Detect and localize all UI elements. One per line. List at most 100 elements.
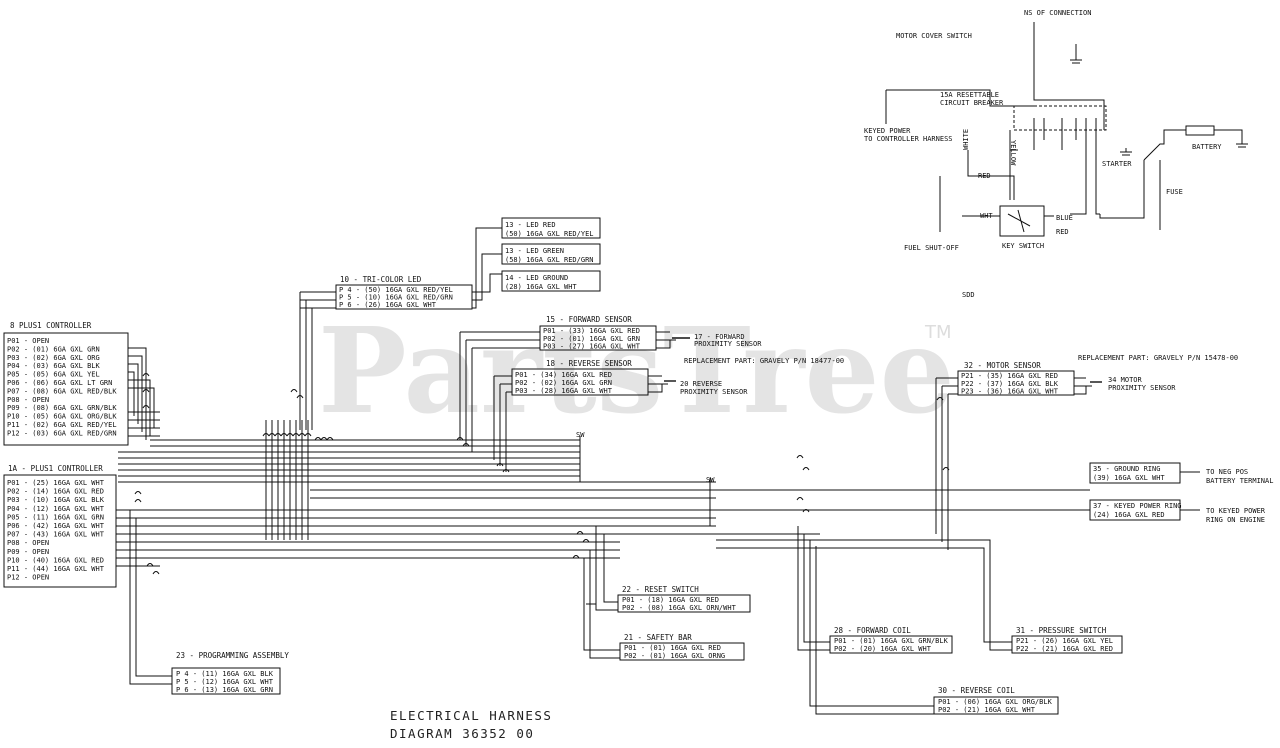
wire-splice (134, 491, 142, 495)
plus1-row: P02 - (01) 6GA GXL GRN (7, 345, 100, 353)
plus1-box (3, 332, 129, 446)
ground-to-1: TO NEG POS (1206, 468, 1248, 476)
power-circuit: NS OF CONNECTION MOTOR COVER SWITCH 15A … (864, 9, 1248, 299)
battery-box (1185, 125, 1215, 136)
pressure-row-2: P22 - (21) 16GA GXL RED (1016, 645, 1113, 653)
fuse-label: FUSE (1166, 188, 1183, 196)
white-label: WHITE (962, 129, 970, 150)
fwd-side-1: 17 - FORWARD (694, 333, 745, 341)
relay-box (1013, 105, 1107, 131)
reset-box (617, 594, 751, 613)
plus1-row: P04 - (03) 6GA GXL BLK (7, 362, 101, 370)
key-switch-label: KEY SWITCH (1002, 242, 1044, 250)
plus1-row: P12 - (03) 6GA GXL RED/GRN (7, 429, 117, 437)
wire-splice (296, 395, 304, 399)
led-red-l1: 13 - LED RED (505, 221, 556, 229)
wire-splice (796, 455, 804, 459)
fwd-sensor-box (539, 325, 657, 351)
keyed-power-block: 37 - KEYED POWER RING (24) 16GA GXL RED … (1089, 499, 1266, 524)
plus1a-row: P04 - (12) 16GA GXL WHT (7, 505, 105, 513)
motor-sensor-block: 32 - MOTOR SENSOR P21 - (35) 16GA GXL RE… (957, 354, 1238, 396)
prog-row-3: P 6 - (13) 16GA GXL GRN (176, 686, 273, 694)
plus1-row: P01 - OPEN (7, 337, 49, 345)
plus1a-row: P10 - (40) 16GA GXL RED (7, 556, 104, 564)
plus1-row: P06 - (06) 6GA GXL LT GRN (7, 379, 112, 387)
led-ground-l2: (28) 16GA GXL WHT (505, 283, 577, 291)
led-green-l2: (58) 16GA GXL RED/GRN (505, 256, 594, 264)
wire-splice (142, 389, 150, 393)
prog-row-1: P 4 - (11) 16GA GXL BLK (176, 670, 274, 678)
plus1a-row: P07 - (43) 16GA GXL WHT (7, 531, 105, 539)
plus1-row: P10 - (05) 6GA GXL ORG/BLK (7, 413, 117, 421)
ground-box (1089, 462, 1181, 484)
reset-switch-block: 22 - RESET SWITCH P01 - (18) 16GA GXL RE… (617, 585, 751, 613)
reset-row-2: P02 - (08) 16GA GXL ORN/WHT (622, 604, 737, 612)
fwd-sensor-row: P01 - (33) 16GA GXL RED (543, 327, 640, 335)
motor-side-1: 34 MOTOR (1108, 376, 1143, 384)
keyed-row-1: 37 - KEYED POWER RING (1093, 502, 1182, 510)
wht-label: WHT (980, 212, 993, 220)
reset-row-1: P01 - (18) 16GA GXL RED (622, 596, 719, 604)
plus1-row: P03 - (02) 6GA GXL ORG (7, 354, 100, 362)
wire-splice (942, 467, 950, 471)
keyed-to-2: RING ON ENGINE (1206, 516, 1265, 524)
pressure-switch-block: 31 - PRESSURE SWITCH P21 - (26) 16GA GXL… (1011, 626, 1123, 654)
wire-splice (280, 433, 288, 437)
plus1a-row: P05 - (11) 16GA GXL GRN (7, 513, 104, 521)
motor-sensor-title: 32 - MOTOR SENSOR (964, 361, 1041, 370)
plus1a-row: P03 - (10) 16GA GXL BLK (7, 496, 105, 504)
tricolor-row: P 6 - (26) 16GA GXL WHT (339, 301, 437, 309)
fuel-shutoff-label: FUEL SHUT-OFF (904, 244, 959, 252)
wire-splice (582, 539, 590, 543)
ground-row-2: (39) 16GA GXL WHT (1093, 474, 1165, 482)
safety-row-2: P02 - (01) 16GA GXL ORNG (624, 652, 725, 660)
wire-splice (576, 531, 584, 535)
pressure-box (1011, 635, 1123, 654)
wire-splices (134, 373, 950, 575)
safety-title: 21 - SAFETY BAR (624, 633, 692, 642)
plus1a-row: P01 - (25) 16GA GXL WHT (7, 479, 105, 487)
fwd-sensor-row: P02 - (01) 16GA GXL GRN (543, 335, 640, 343)
wire-splice (462, 443, 470, 447)
plus1-row: P07 - (08) 6GA GXL RED/BLK (7, 387, 117, 395)
plus1-row: P09 - (08) 6GA GXL GRN/BLK (7, 404, 117, 412)
pressure-title: 31 - PRESSURE SWITCH (1016, 626, 1107, 635)
tricolor-title: 10 - TRI-COLOR LED (340, 275, 422, 284)
watermark-tm: TM (924, 322, 952, 343)
wire-splice (142, 373, 150, 377)
wire-splice (290, 389, 298, 393)
prog-row-2: P 5 - (12) 16GA GXL WHT (176, 678, 274, 686)
led-ground-l1: 14 - LED GROUND (505, 274, 568, 282)
wire-splice (274, 433, 282, 437)
fwd-sensor-title: 15 - FORWARD SENSOR (546, 315, 632, 324)
safety-box (619, 642, 745, 661)
safety-bar-block: 21 - SAFETY BAR P01 - (01) 16GA GXL RED … (619, 633, 745, 661)
plus1a-row: P08 - OPEN (7, 539, 49, 547)
plus1a-row: P09 - OPEN (7, 548, 49, 556)
rev-coil-row-1: P01 - (06) 16GA GXL ORG/BLK (938, 698, 1053, 706)
led-red-l2: (50) 16GA GXL RED/YEL (505, 230, 594, 238)
led-green-l1: 13 - LED GREEN (505, 247, 564, 255)
wire-splice (292, 433, 300, 437)
reverse-sensor-block: 18 - REVERSE SENSOR P01 - (34) 16GA GXL … (511, 357, 844, 396)
breaker-label-1: 15A RESETTABLE (940, 91, 999, 99)
wire-splice (314, 437, 322, 441)
wire-splice (802, 467, 810, 471)
tricolor-row: P 4 - (50) 16GA GXL RED/YEL (339, 286, 453, 294)
prog-box (171, 667, 281, 695)
prog-title: 23 - PROGRAMMING ASSEMBLY (176, 651, 289, 660)
rev-side-2: PROXIMITY SENSOR (680, 388, 748, 396)
plus1-row: P11 - (02) 6GA GXL RED/YEL (7, 421, 117, 429)
fwd-coil-box (829, 635, 953, 654)
fwd-side-2: PROXIMITY SENSOR (694, 340, 762, 348)
wire-splice (268, 433, 276, 437)
keyed-power-label-2: TO CONTROLLER HARNESS (864, 135, 953, 143)
rev-side-1: 20 REVERSE (680, 380, 722, 388)
rev-sensor-row: P03 - (28) 16GA GXL WHT (515, 387, 613, 395)
plus1a-row: P02 - (14) 16GA GXL RED (7, 488, 104, 496)
forward-coil-block: 28 - FORWARD COIL P01 - (01) 16GA GXL GR… (829, 626, 953, 654)
fwd-coil-row-1: P01 - (01) 16GA GXL GRN/BLK (834, 637, 949, 645)
ns-connector-label: NS OF CONNECTION (1024, 9, 1091, 17)
ground-to-2: BATTERY TERMINAL (1206, 477, 1273, 485)
